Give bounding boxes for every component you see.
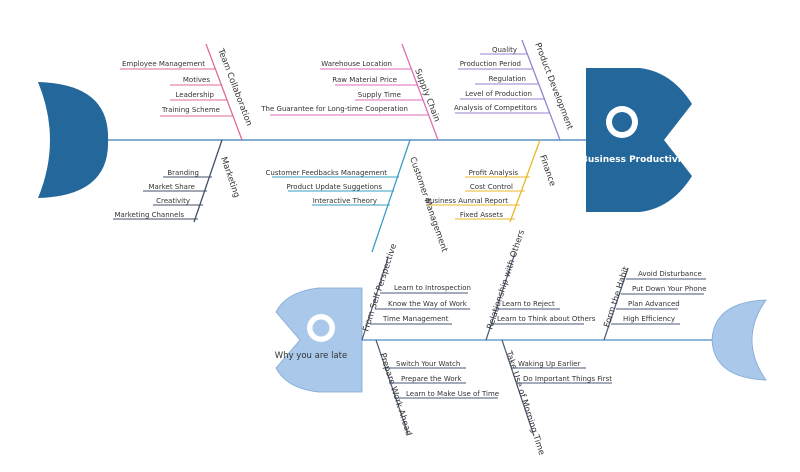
cause-bone (401, 43, 439, 141)
cause-customer-management: Customer Management Customer Feedbacks M… (265, 139, 449, 254)
fish-head (586, 68, 692, 212)
sub-item-label: Creativity (156, 197, 190, 205)
sub-item-label: Warehouse Location (321, 60, 392, 68)
fish-eye-inner (612, 112, 632, 132)
fishbone-diagram-business: Business Productivity Team Collaboration… (38, 39, 692, 254)
sub-item-label: Quality (492, 46, 517, 54)
sub-item-label: Do Important Things First (523, 375, 612, 383)
sub-item-label: Plan Advanced (628, 300, 680, 308)
cause-form-the-habit: Form the Habit Avoid Disturbance Put Dow… (602, 265, 706, 341)
cause-supply-chain: Supply Chain Warehouse Location Raw Mate… (260, 43, 442, 141)
sub-item-label: Production Period (460, 60, 521, 68)
cause-bone (371, 139, 411, 253)
sub-item-label: Prepare the Work (401, 375, 463, 383)
sub-item-label: Supply Time (358, 91, 401, 99)
sub-item-label: Analysis of Competitors (454, 104, 537, 112)
sub-item-label: Leadership (176, 91, 215, 99)
cause-bone (205, 43, 243, 141)
cause-label: Product Development (532, 41, 575, 131)
cause-prepare-work-ahead: Prepare Work Ahead Switch Your Watch Pre… (375, 339, 499, 437)
sub-item-label: High Efficiency (623, 315, 675, 323)
cause-bone (521, 39, 561, 141)
cause-from-self-perspective: From Self Perspective Learn to Introspec… (361, 243, 471, 341)
sub-item-label: Marketing Channels (115, 211, 185, 219)
sub-item-label: Learn to Think about Others (497, 315, 596, 323)
cause-bone (509, 139, 541, 223)
sub-item-label: Business Aunnal Report (425, 197, 508, 205)
sub-item-label: Fixed Assets (460, 211, 503, 219)
sub-item-label: The Guarantee for Long-time Cooperation (260, 105, 408, 113)
sub-item-label: Switch Your Watch (396, 360, 460, 368)
sub-item-label: Profit Analysis (469, 169, 519, 177)
sub-item-label: Avoid Disturbance (638, 270, 702, 278)
sub-item-label: Customer Feedbacks Management (265, 169, 387, 177)
fish-tail (38, 82, 109, 198)
sub-item-label: Learn to Introspection (394, 284, 471, 292)
sub-item-label: Regulation (489, 75, 526, 83)
sub-item-label: Waking Up Earlier (518, 360, 580, 368)
fish-tail (711, 299, 767, 381)
cause-label: Team Collaboration (215, 47, 254, 128)
sub-item-label: Put Down Your Phone (632, 285, 706, 293)
cause-team-collaboration: Team Collaboration Employee Management M… (120, 43, 254, 141)
cause-relationship-with-others: Relationship with Others Learn to Reject… (485, 228, 596, 341)
cause-bone (375, 339, 409, 435)
sub-item-label: Motives (183, 76, 210, 84)
cause-label: Marketing (218, 156, 241, 199)
sub-item-label: Time Management (382, 315, 449, 323)
cause-bone (361, 257, 389, 341)
cause-bone (501, 339, 535, 437)
cause-take-use-of-morning-time: Take Use of Morning Time Waking Up Earli… (501, 339, 612, 457)
effect-label: Why you are late (275, 351, 347, 361)
sub-item-label: Cost Control (470, 183, 513, 191)
fish-eye-inner (312, 319, 330, 337)
sub-item-label: Branding (167, 169, 199, 177)
sub-item-label: Learn to Reject (502, 300, 555, 308)
cause-marketing: Marketing Branding Market Share Creativi… (113, 139, 241, 223)
sub-item-label: Know the Way of Work (388, 300, 468, 308)
sub-item-label: Level of Production (465, 90, 532, 98)
sub-item-label: Product Update Suggetions (286, 183, 382, 191)
fishbone-diagram-late: Why you are late From Self Perspective L… (275, 228, 767, 457)
sub-item-label: Interactive Theory (313, 197, 377, 205)
cause-bone (603, 267, 629, 341)
sub-item-label: Raw Material Price (332, 76, 397, 84)
cause-finance: Finance Profit Analysis Cost Control Bus… (425, 139, 557, 223)
sub-item-label: Market Share (149, 183, 196, 191)
cause-bone (193, 139, 223, 223)
sub-item-label: Learn to Make Use of Time (406, 390, 499, 398)
sub-item-label: Employee Management (122, 60, 205, 68)
cause-label: Finance (537, 154, 557, 188)
sub-item-label: Training Scheme (161, 106, 220, 114)
cause-bone (485, 252, 516, 341)
cause-product-development: Product Development Quality Production P… (454, 39, 575, 141)
effect-label: Business Productivity (581, 155, 691, 165)
